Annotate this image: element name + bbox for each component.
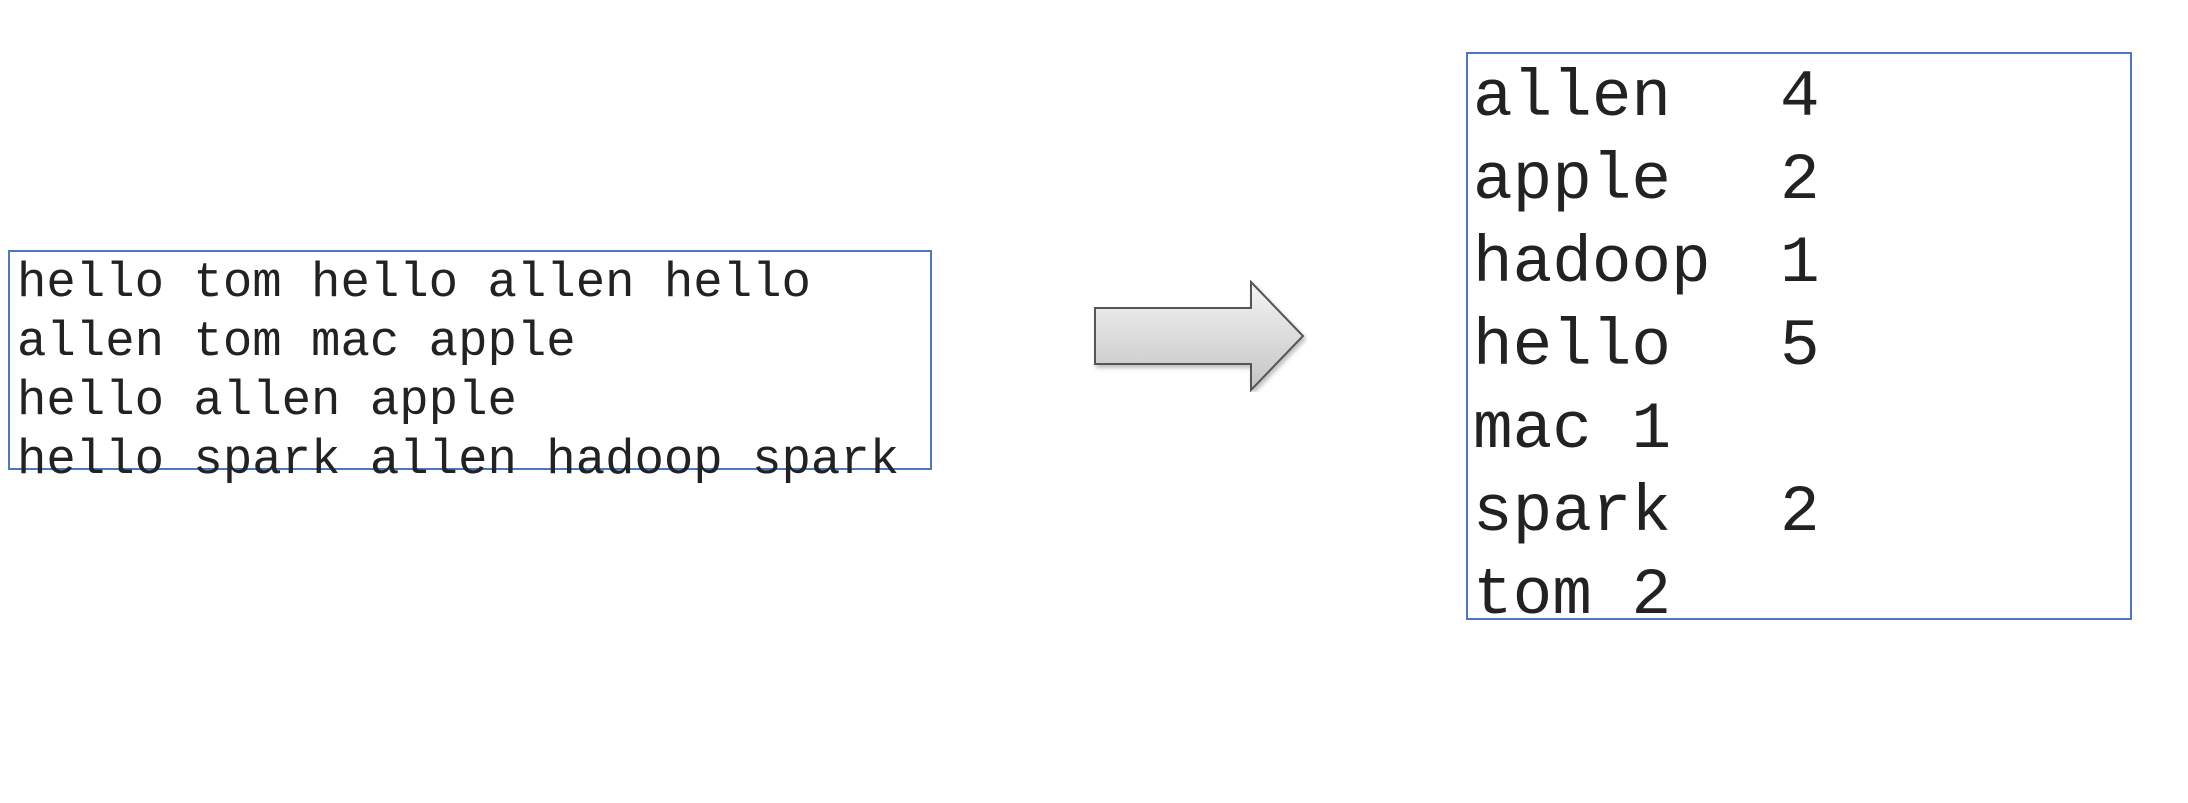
output-count: 2 [1780,143,1820,218]
output-word: hadoop [1473,226,1711,301]
output-count: 2 [1631,558,1672,633]
output-count: 1 [1631,392,1672,467]
output-row: allen 4 [1473,56,2130,139]
output-row: mac 1 [1473,388,2130,471]
output-count: 5 [1780,309,1820,384]
output-word: mac [1473,392,1592,467]
output-count: 2 [1780,475,1820,550]
output-row: hello 5 [1473,305,2130,388]
input-line: hello tom hello allen hello [17,255,811,311]
output-word: apple [1473,143,1672,218]
output-word: allen [1473,60,1672,135]
input-line: hello allen apple [17,373,517,429]
output-row: apple 2 [1473,139,2130,222]
output-count: 4 [1780,60,1820,135]
input-line: allen tom mac apple [17,314,576,370]
right-arrow-icon [1094,280,1305,392]
output-row: spark 2 [1473,471,2130,554]
output-row: hadoop 1 [1473,222,2130,305]
output-row: tom 2 [1473,554,2130,637]
output-word: hello [1473,309,1672,384]
output-word: tom [1473,558,1592,633]
input-text-box: hello tom hello allen hello allen tom ma… [8,250,932,488]
output-word: spark [1473,475,1672,550]
input-line: hello spark allen hadoop spark [17,432,900,488]
output-count: 1 [1780,226,1820,301]
output-counts-box: allen 4 apple 2 hadoop 1 hello 5 mac 1 s… [1466,52,2132,633]
